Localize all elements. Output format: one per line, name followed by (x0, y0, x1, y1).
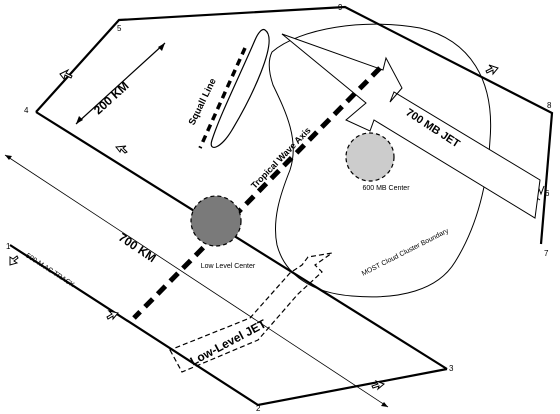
track-arrow-6 (371, 379, 385, 391)
flight-track-lower (9, 244, 448, 407)
cloud-cluster-boundary (268, 23, 492, 298)
low-level-jet-outline (169, 252, 333, 373)
squall-line-dashes (198, 47, 247, 149)
label-tropical-wave-axis: Tropical Wave Axis (249, 125, 313, 190)
low-level-center-circle (190, 195, 242, 247)
flight-leg-4-3 (35, 111, 448, 370)
track-arrow-2 (485, 64, 499, 76)
waypoint-7: 7 (544, 249, 549, 258)
label-600mb-center: 600 MB Center (362, 185, 410, 192)
label-low-level-jet: Low-Level JET (188, 316, 269, 368)
waypoint-2: 2 (256, 404, 261, 413)
center-600mb-circle (345, 132, 395, 182)
label-cloud-cluster-boundary: MOST Cloud Cluster Boundary (361, 227, 450, 277)
distance-200-arrow-a (76, 116, 83, 124)
waypoint-5: 5 (117, 24, 122, 33)
tropical-wave-axis-line (132, 66, 382, 320)
track-arrow-4 (9, 255, 19, 266)
label-low-level-center: Low Level Center (201, 263, 256, 270)
waypoint-1: 1 (6, 242, 11, 251)
distance-700-arrowhead (381, 402, 388, 407)
distance-700-tail (5, 155, 12, 160)
jet-700mb-arrow (281, 33, 541, 219)
track-arrow-3 (115, 145, 128, 154)
distance-700-line (4, 154, 389, 408)
label-ac-track: 500 M AC TRACK (24, 252, 75, 289)
track-arrow-5 (106, 310, 119, 321)
waypoint-6: 6 (545, 189, 550, 198)
waypoint-8: 8 (547, 101, 552, 110)
distance-200-line (75, 42, 166, 125)
distance-200-arrow-b (158, 43, 165, 51)
track-arrows (9, 64, 499, 391)
waypoint-3: 3 (449, 364, 454, 373)
waypoint-9: 9 (338, 3, 343, 12)
track-arrow-1 (59, 68, 73, 81)
flight-track-upper (35, 5, 554, 245)
label-700-km: 700 KM (116, 230, 159, 265)
squall-line-shape (210, 28, 270, 148)
waypoint-4: 4 (24, 106, 29, 115)
label-200-km: 200 KM (91, 79, 132, 118)
